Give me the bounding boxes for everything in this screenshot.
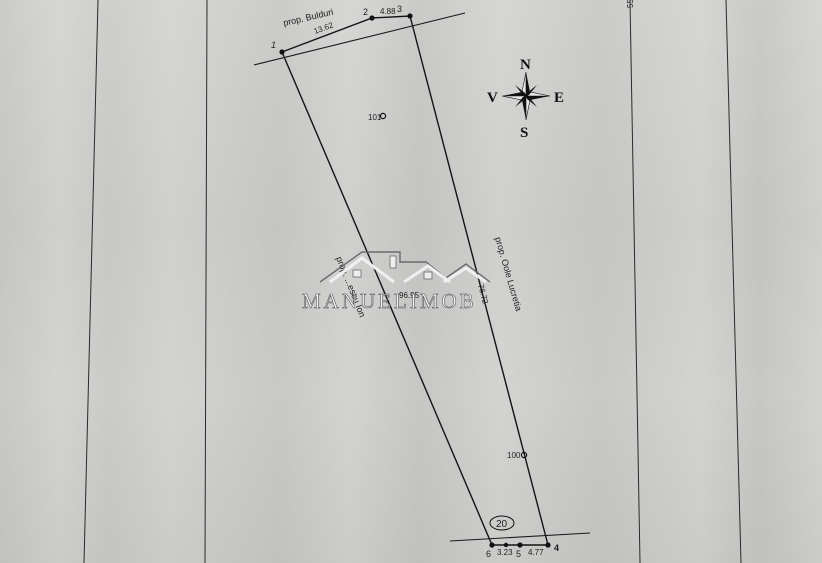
frame-line-right (725, 0, 742, 563)
vertex-label-2: 2 (363, 7, 368, 17)
distance-6-1: 96.95 (399, 291, 420, 300)
vertex-3 (407, 13, 413, 19)
vertex-1 (279, 49, 285, 55)
parcel-number-ellipse (489, 515, 515, 531)
bottom-boundary-line (449, 532, 591, 542)
vertex-2 (369, 15, 375, 21)
station-100-label: 100 (507, 451, 521, 460)
compass-north-label: N (520, 57, 531, 73)
vertex-label-6: 6 (486, 549, 491, 559)
station-100-marker (520, 451, 528, 459)
frame-line-inner-right (629, 0, 641, 563)
vertex-5 (517, 542, 523, 548)
station-101-label: 101 (368, 113, 382, 122)
vertex-label-5: 5 (516, 549, 521, 559)
distance-2-3: 4.88 (380, 7, 396, 16)
compass-east-label: E (554, 90, 564, 106)
vertex-6 (489, 542, 495, 548)
compass-west-label: V (487, 90, 498, 106)
vertex-4 (545, 542, 551, 548)
vertex-label-1: 1 (271, 40, 276, 50)
neighbor-east-label: prop. Oole Lucretia (493, 236, 524, 312)
parcel-number-label: 20 (496, 519, 508, 530)
distance-5-6: 3.23 (497, 548, 513, 557)
station-101-marker (379, 112, 387, 120)
vertex-label-3: 3 (397, 4, 402, 14)
watermark-text: MANUELIMOB (302, 289, 477, 313)
top-boundary-line (253, 12, 466, 66)
frame-line-left (83, 0, 99, 563)
compass-rose-icon (501, 71, 551, 121)
distance-3-4: 76.72 (476, 283, 490, 305)
vertex-label-4: 4 (554, 543, 559, 553)
frame-line-inner-left (204, 0, 208, 563)
margin-label: 55 (626, 0, 635, 8)
compass-south-label: S (520, 125, 528, 141)
watermark-logo-icon (319, 251, 491, 284)
vertex-mid (503, 542, 509, 548)
distance-4-5: 4.77 (528, 548, 544, 557)
